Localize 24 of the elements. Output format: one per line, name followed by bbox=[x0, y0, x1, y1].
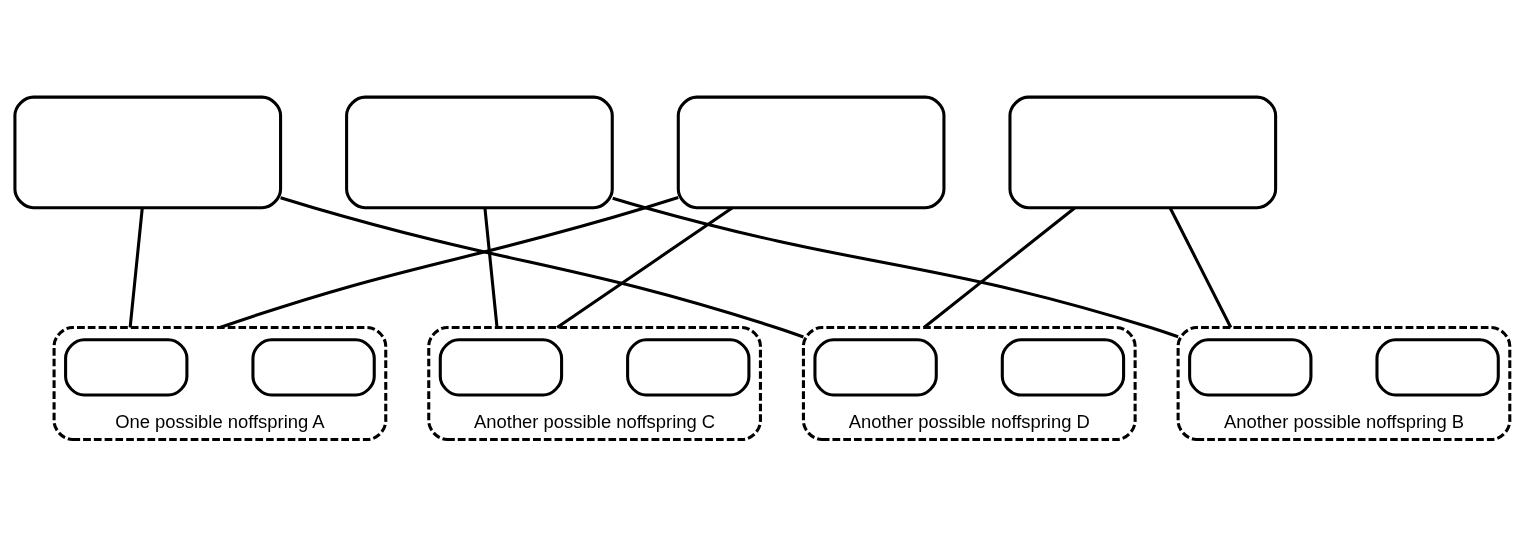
connector bbox=[556, 206, 734, 329]
node-box bbox=[1188, 338, 1313, 397]
connector bbox=[612, 196, 1179, 339]
connector bbox=[923, 206, 1076, 329]
node-box bbox=[251, 338, 376, 397]
cluster: Another possible noffspring C bbox=[427, 325, 762, 442]
node-box bbox=[345, 95, 614, 210]
cluster: Another possible noffspring B bbox=[1176, 325, 1512, 442]
node-box bbox=[1375, 338, 1500, 397]
connector bbox=[280, 196, 804, 339]
connector bbox=[128, 207, 144, 328]
node-box bbox=[626, 338, 751, 397]
node-box bbox=[438, 338, 564, 397]
node-box bbox=[13, 95, 283, 210]
connector bbox=[483, 207, 499, 328]
cluster: Another possible noffspring D bbox=[801, 325, 1137, 442]
connector bbox=[1168, 207, 1233, 329]
cluster: One possible noffspring A bbox=[52, 325, 388, 442]
node-box bbox=[813, 338, 938, 397]
node-box bbox=[1000, 338, 1126, 397]
node-box bbox=[64, 338, 189, 397]
connector bbox=[219, 196, 679, 329]
node-box bbox=[676, 95, 946, 210]
node-box bbox=[1008, 95, 1278, 210]
